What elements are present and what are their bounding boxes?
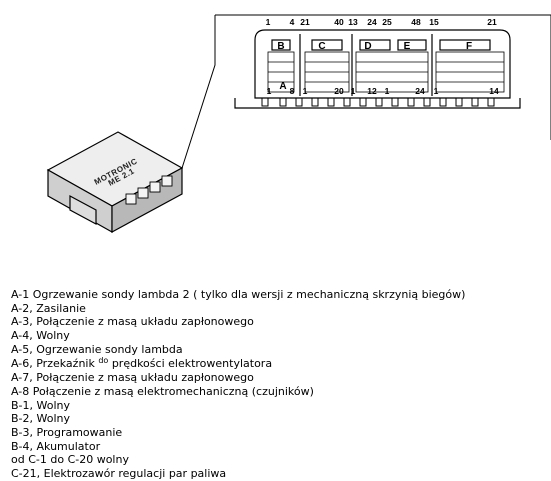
legend-item: A-4, Wolny	[11, 329, 70, 343]
legend-superscript: do	[98, 355, 109, 365]
legend-item: A-2, Zasilanie	[11, 301, 86, 315]
legend-item: A-1 Ogrzewanie sondy lambda 2 ( tylko dl…	[11, 288, 466, 301]
top-pin-label: 48	[411, 17, 421, 27]
legend-item: B-1, Wolny	[11, 398, 71, 412]
legend-item: A-8 Połączenie z masą elektromechaniczną…	[11, 384, 314, 398]
legend-text: A-6, Przekaźnik	[11, 356, 99, 370]
legend-item: od C-1 do C-20 wolny	[11, 453, 129, 467]
pin-legend: A-1 Ogrzewanie sondy lambda 2 ( tylko dl…	[11, 288, 465, 481]
bottom-pin-label: 24	[415, 86, 425, 96]
bottom-pin-label: 1	[385, 86, 390, 96]
top-pin-label: 21	[300, 17, 310, 27]
connector-diagram: 1 4 21 40 13 24 25 48 15 21 1 8 1 20 1 1…	[46, 14, 551, 234]
legend-text: prędkości elektrowentylatora	[108, 356, 273, 370]
connector-housing	[234, 29, 521, 109]
legend-item: A-3, Połączenie z masą układu zapłonoweg…	[11, 315, 254, 329]
ecu-module	[46, 131, 184, 234]
bottom-pin-label: 1	[267, 86, 272, 96]
section-label-a: A	[279, 81, 286, 92]
bottom-pin-label: 20	[334, 86, 344, 96]
legend-item: B-2, Wolny	[11, 412, 71, 426]
legend-item: A-6, Przekaźnik do prędkości elektrowent…	[11, 355, 465, 372]
section-label-b: B	[277, 41, 284, 52]
bottom-pin-label: 14	[489, 86, 499, 96]
bottom-pin-label: 1	[434, 86, 439, 96]
top-pin-label: 21	[487, 17, 497, 27]
legend-item: A-5, Ogrzewanie sondy lambda	[11, 342, 183, 356]
top-pin-label: 15	[429, 17, 439, 27]
bottom-pin-label: 8	[290, 86, 295, 96]
legend-item: A-7, Połączenie z masą układu zapłonoweg…	[11, 371, 254, 385]
section-label-e: E	[404, 41, 411, 52]
bottom-pin-label: 1	[303, 86, 308, 96]
section-label-c: C	[318, 41, 325, 52]
legend-item: B-3, Programowanie	[11, 426, 123, 440]
top-pin-label: 25	[382, 17, 392, 27]
top-pin-label: 24	[367, 17, 377, 27]
top-pin-label: 40	[334, 17, 344, 27]
top-pin-label: 13	[348, 17, 358, 27]
legend-item: B-4, Akumulator	[11, 439, 101, 453]
top-pin-label: 1	[266, 17, 271, 27]
pin-rows	[267, 51, 505, 93]
bottom-pin-label: 1	[351, 86, 356, 96]
legend-item: C-21, Elektrozawór regulacji par paliwa	[11, 467, 227, 481]
section-label-f: F	[466, 41, 472, 52]
top-pin-label: 4	[290, 17, 295, 27]
connector-teeth	[261, 97, 495, 107]
section-label-d: D	[364, 41, 371, 52]
bottom-pin-label: 12	[367, 86, 377, 96]
zoom-frame-lines	[174, 14, 551, 191]
